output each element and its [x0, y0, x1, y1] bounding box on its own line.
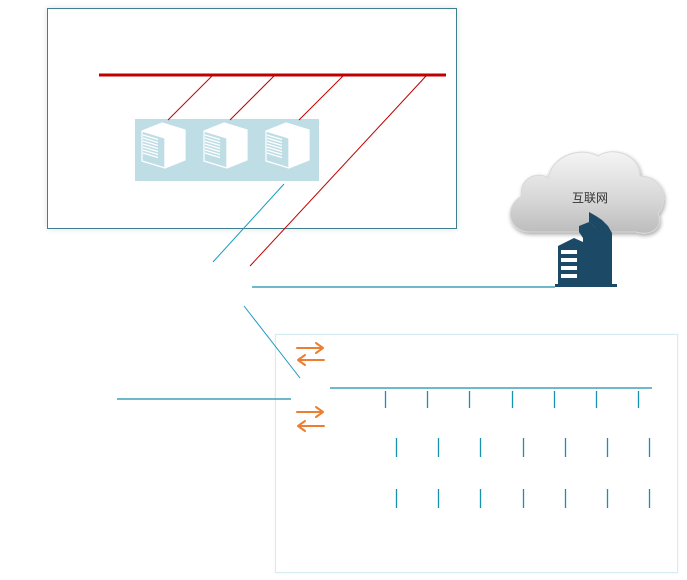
cloud-label: 互联网	[571, 191, 608, 205]
access-zone-box	[275, 334, 678, 573]
bus-drop-long	[249, 75, 427, 267]
server-uplink-line	[212, 183, 285, 263]
bus-drop-server-3	[298, 75, 344, 121]
switch-port-ticks	[384, 391, 651, 508]
bus-drop-server-2	[229, 75, 275, 121]
server-icon	[203, 122, 248, 169]
access-link-diagonal	[243, 305, 301, 379]
cloud-icon	[509, 151, 665, 234]
bidirectional-arrows-icon	[296, 342, 325, 366]
bidirectional-arrows-icon	[296, 406, 325, 432]
office-building-icon	[555, 212, 617, 287]
server-icon	[141, 122, 186, 169]
datacenter-zone-box	[47, 8, 457, 229]
server-icons	[141, 122, 310, 169]
bus-drop-server-1	[167, 75, 213, 121]
server-icon	[265, 122, 310, 169]
